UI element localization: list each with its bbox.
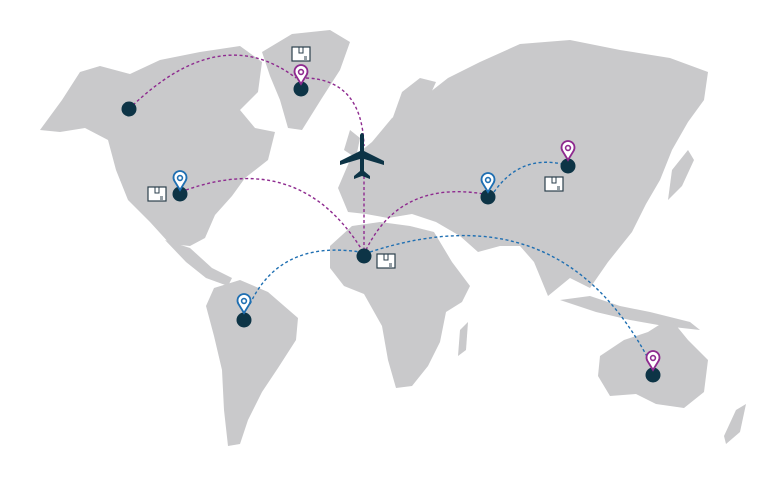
- route-greenland-plane: [305, 77, 365, 147]
- package-box-icon: [291, 46, 311, 62]
- airplane-icon: [340, 133, 384, 179]
- indonesia: [560, 296, 700, 330]
- map-pin-icon: [645, 350, 661, 372]
- package-box-icon: [544, 176, 564, 192]
- route-russia-china: [493, 161, 563, 193]
- route-hub-australia: [369, 234, 651, 363]
- location-dot-icon: [172, 186, 188, 202]
- route-southamerica-hub: [249, 249, 361, 305]
- map-pin-icon: [293, 64, 309, 86]
- location-dot-icon: [560, 158, 576, 174]
- map-pin-icon: [480, 172, 496, 194]
- route-usa-hub: [185, 177, 363, 251]
- greenland: [262, 30, 350, 130]
- package-box-icon: [147, 186, 167, 202]
- map-pin-icon: [236, 293, 252, 315]
- route-alaska-greenland: [128, 54, 297, 110]
- central-america: [165, 240, 232, 286]
- continents: [40, 30, 746, 446]
- eurasia: [338, 40, 708, 296]
- location-dot-icon: [480, 189, 496, 205]
- africa: [330, 222, 470, 388]
- map-pin-icon: [172, 170, 188, 192]
- map-pin-icon: [560, 140, 576, 162]
- package-box-icon: [376, 253, 396, 269]
- north-america: [40, 46, 275, 246]
- location-dot-icon: [645, 367, 661, 383]
- south-america: [206, 280, 298, 446]
- routes: [128, 54, 651, 363]
- route-hub-russia: [365, 190, 485, 251]
- japan: [668, 150, 694, 200]
- location-dot-icon: [236, 312, 252, 328]
- location-dot-icon: [121, 101, 137, 117]
- madagascar: [458, 322, 468, 356]
- new-zealand: [724, 404, 746, 444]
- hub-dot-icon: [356, 248, 372, 264]
- location-nodes: [121, 46, 661, 383]
- scandinavia: [392, 78, 436, 126]
- location-dot-icon: [293, 81, 309, 97]
- uk: [344, 130, 360, 158]
